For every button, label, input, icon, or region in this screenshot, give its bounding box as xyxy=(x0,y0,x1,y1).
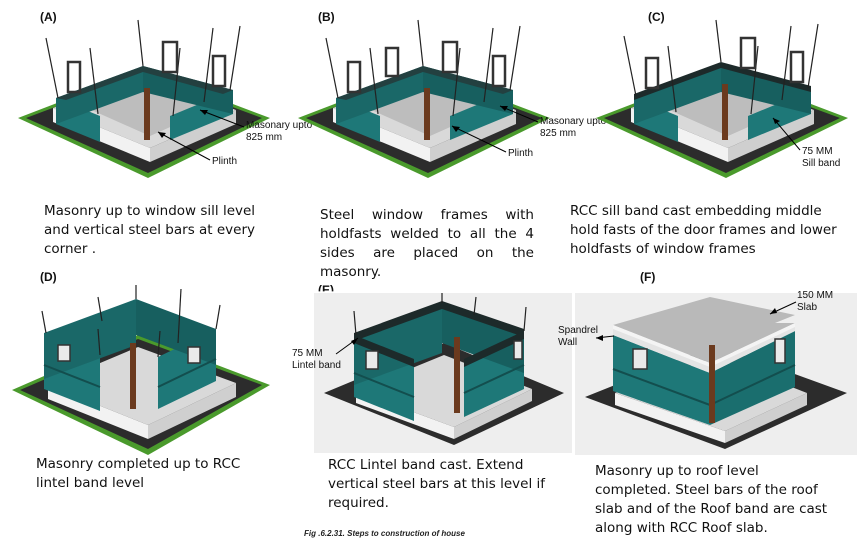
caption-f: Masonry up to roof level completed. Stee… xyxy=(595,462,835,538)
figure-caption: Fig .6.2.31. Steps to construction of ho… xyxy=(304,529,465,538)
caption-b: Steel window frames with holdfasts welde… xyxy=(320,206,534,282)
caption-e: RCC Lintel band cast. Extend vertical st… xyxy=(328,456,554,513)
caption-c: RCC sill band cast embedding middle hold… xyxy=(570,202,842,259)
caption-a: Masonry up to window sill level and vert… xyxy=(44,202,258,259)
caption-d: Masonry completed up to RCC lintel band … xyxy=(36,455,266,493)
